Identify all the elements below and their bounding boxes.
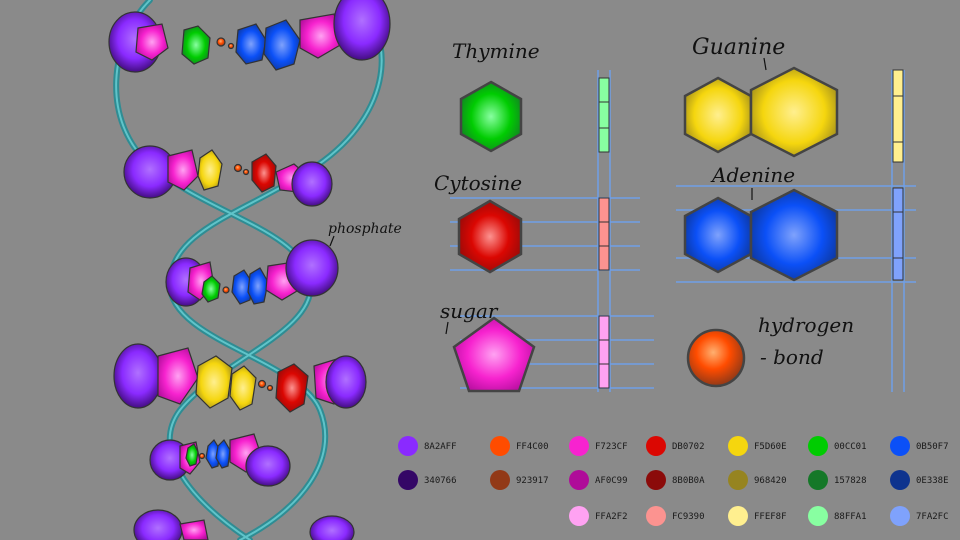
legend-guanine: Guanine: [683, 35, 904, 163]
label-thymine: Thymine: [452, 39, 540, 63]
guanine-bar: [892, 69, 904, 163]
swatch-label-FFA2F2: FFA2F2: [595, 512, 628, 522]
swatch-DB0702: [646, 436, 666, 456]
swatch-157828: [808, 470, 828, 490]
swatch-label-340766: 340766: [424, 476, 457, 486]
swatch-FFA2F2: [569, 506, 589, 526]
guanine-hexagon-small: [683, 76, 753, 154]
swatch-340766: [398, 470, 418, 490]
swatch-FFEF8F: [728, 506, 748, 526]
swatch-923917: [490, 470, 510, 490]
label-adenine: Adenine: [710, 163, 795, 187]
swatch-label-88FFA1: 88FFA1: [834, 512, 867, 522]
swatch-label-923917: 923917: [516, 476, 549, 486]
legend-cytosine: Cytosine: [434, 171, 610, 274]
helix-rung-6: [133, 509, 355, 540]
legend-thymine: Thymine: [452, 39, 610, 153]
swatch-FC9390: [646, 506, 666, 526]
phosphate-pointer: [329, 235, 335, 247]
hydrogen-bond-circle: [686, 328, 746, 388]
swatch-AF0C99: [569, 470, 589, 490]
swatch-F5D60E: [728, 436, 748, 456]
sugar-shape: [135, 23, 169, 61]
label-phosphate: phosphate: [328, 221, 402, 237]
swatch-label-8A2AFF: 8A2AFF: [424, 442, 457, 452]
swatch-label-FFEF8F: FFEF8F: [754, 512, 787, 522]
helix-rung-3: [165, 239, 339, 307]
swatch-968420: [728, 470, 748, 490]
legend-sugar: sugar: [440, 299, 610, 393]
swatch-0E338E: [890, 470, 910, 490]
thymine-hexagon: [459, 80, 523, 153]
helix-rung-2: [123, 145, 333, 207]
swatch-00CC01: [808, 436, 828, 456]
swatch-0B50F7: [890, 436, 910, 456]
legend-hydrogen-bond: hydrogen - bond: [686, 313, 854, 388]
adenine-bar: [892, 187, 904, 281]
cytosine-bar: [598, 197, 610, 271]
swatch-label-7FA2FC: 7FA2FC: [916, 512, 949, 522]
label-cytosine: Cytosine: [434, 171, 522, 195]
swatch-88FFA1: [808, 506, 828, 526]
swatch-label-157828: 157828: [834, 476, 867, 486]
swatch-label-FC9390: FC9390: [672, 512, 705, 522]
swatch-FF4C00: [490, 436, 510, 456]
legend-guide-lines: [450, 70, 916, 392]
helix-rung-5: [149, 433, 291, 487]
swatch-label-968420: 968420: [754, 476, 787, 486]
swatch-8A2AFF: [398, 436, 418, 456]
swatch-F723CF: [569, 436, 589, 456]
label-hydrogen: hydrogen: [758, 313, 854, 337]
swatch-label-F5D60E: F5D60E: [754, 442, 787, 452]
sugar-pentagon: [452, 316, 536, 393]
swatch-label-8B0B0A: 8B0B0A: [672, 476, 705, 486]
adenine-hexagon-large: [749, 188, 839, 282]
swatch-label-0B50F7: 0B50F7: [916, 442, 949, 452]
thymine-bar: [598, 77, 610, 153]
adenine-shape: [235, 23, 267, 65]
hydrogen-bond-shape: [216, 37, 226, 47]
swatch-8B0B0A: [646, 470, 666, 490]
swatch-label-00CC01: 00CC01: [834, 442, 867, 452]
guanine-hexagon-large: [749, 66, 839, 158]
legend-adenine: Adenine: [683, 163, 904, 282]
adenine-hexagon-small: [683, 196, 753, 274]
swatch-label-AF0C99: AF0C99: [595, 476, 628, 486]
helix-rung-1: [108, 0, 391, 73]
cytosine-hexagon: [457, 199, 523, 274]
swatch-label-0E338E: 0E338E: [916, 476, 949, 486]
thymine-shape: [181, 25, 211, 65]
label-guanine: Guanine: [692, 35, 785, 60]
label-sugar: sugar: [440, 299, 499, 323]
label-bond: - bond: [760, 345, 824, 369]
swatch-label-DB0702: DB0702: [672, 442, 705, 452]
color-palette: 8A2AFF FF4C00 F723CF DB0702 F5D60E 00CC01 0B50…: [398, 436, 949, 526]
swatch-label-FF4C00: FF4C00: [516, 442, 549, 452]
swatch-label-F723CF: F723CF: [595, 442, 628, 452]
sugar-bar: [598, 315, 610, 389]
swatch-7FA2FC: [890, 506, 910, 526]
helix-rung-4: [113, 343, 367, 413]
